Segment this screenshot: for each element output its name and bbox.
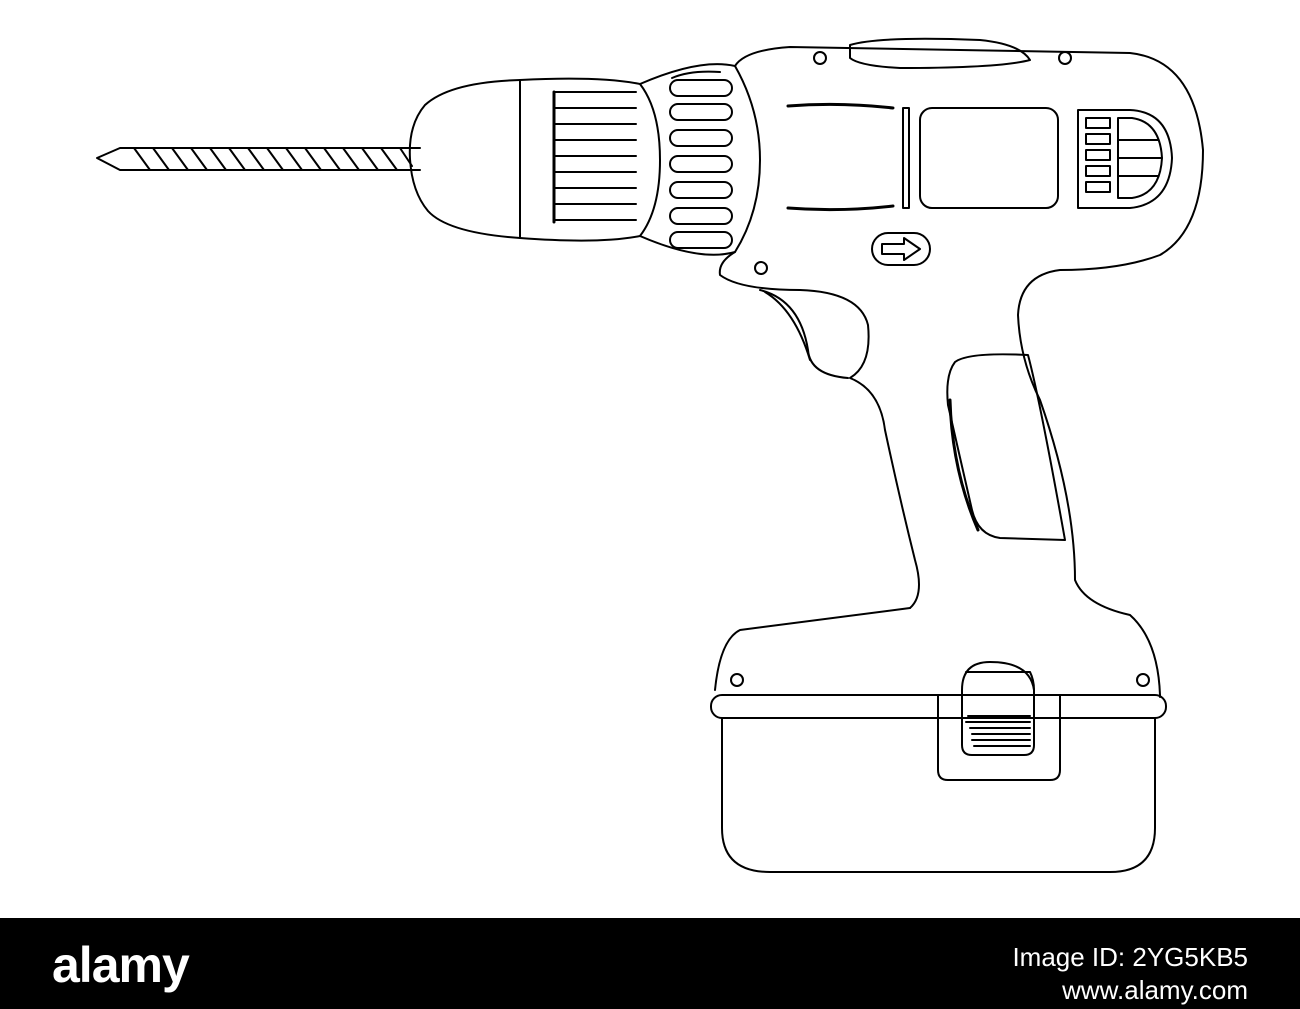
illustration-canvas <box>96 37 1204 873</box>
cordless-drill-icon <box>96 37 1204 873</box>
chuck-collar <box>519 77 661 242</box>
clutch-ring <box>639 63 761 256</box>
chuck-nose <box>408 79 521 239</box>
grip-pad <box>946 353 1066 541</box>
drill-bit <box>96 147 421 171</box>
image-id-line: Image ID: 2YG5KB5 <box>1012 942 1248 972</box>
side-panel <box>919 107 1059 209</box>
housing-slots <box>786 102 910 212</box>
footer-bar: alamy Image ID: 2YG5KB5 www.alamy.com <box>0 918 1300 1009</box>
vent-grille-icon <box>1077 109 1173 209</box>
website-line: www.alamy.com <box>1062 974 1248 1005</box>
direction-arrow-icon <box>871 232 931 266</box>
drill-body <box>718 37 1204 696</box>
brand-logo: alamy <box>52 937 190 993</box>
battery-latch <box>937 661 1061 781</box>
image-id: Image ID: 2YG5KB5 www.alamy.com <box>1012 941 1248 1006</box>
